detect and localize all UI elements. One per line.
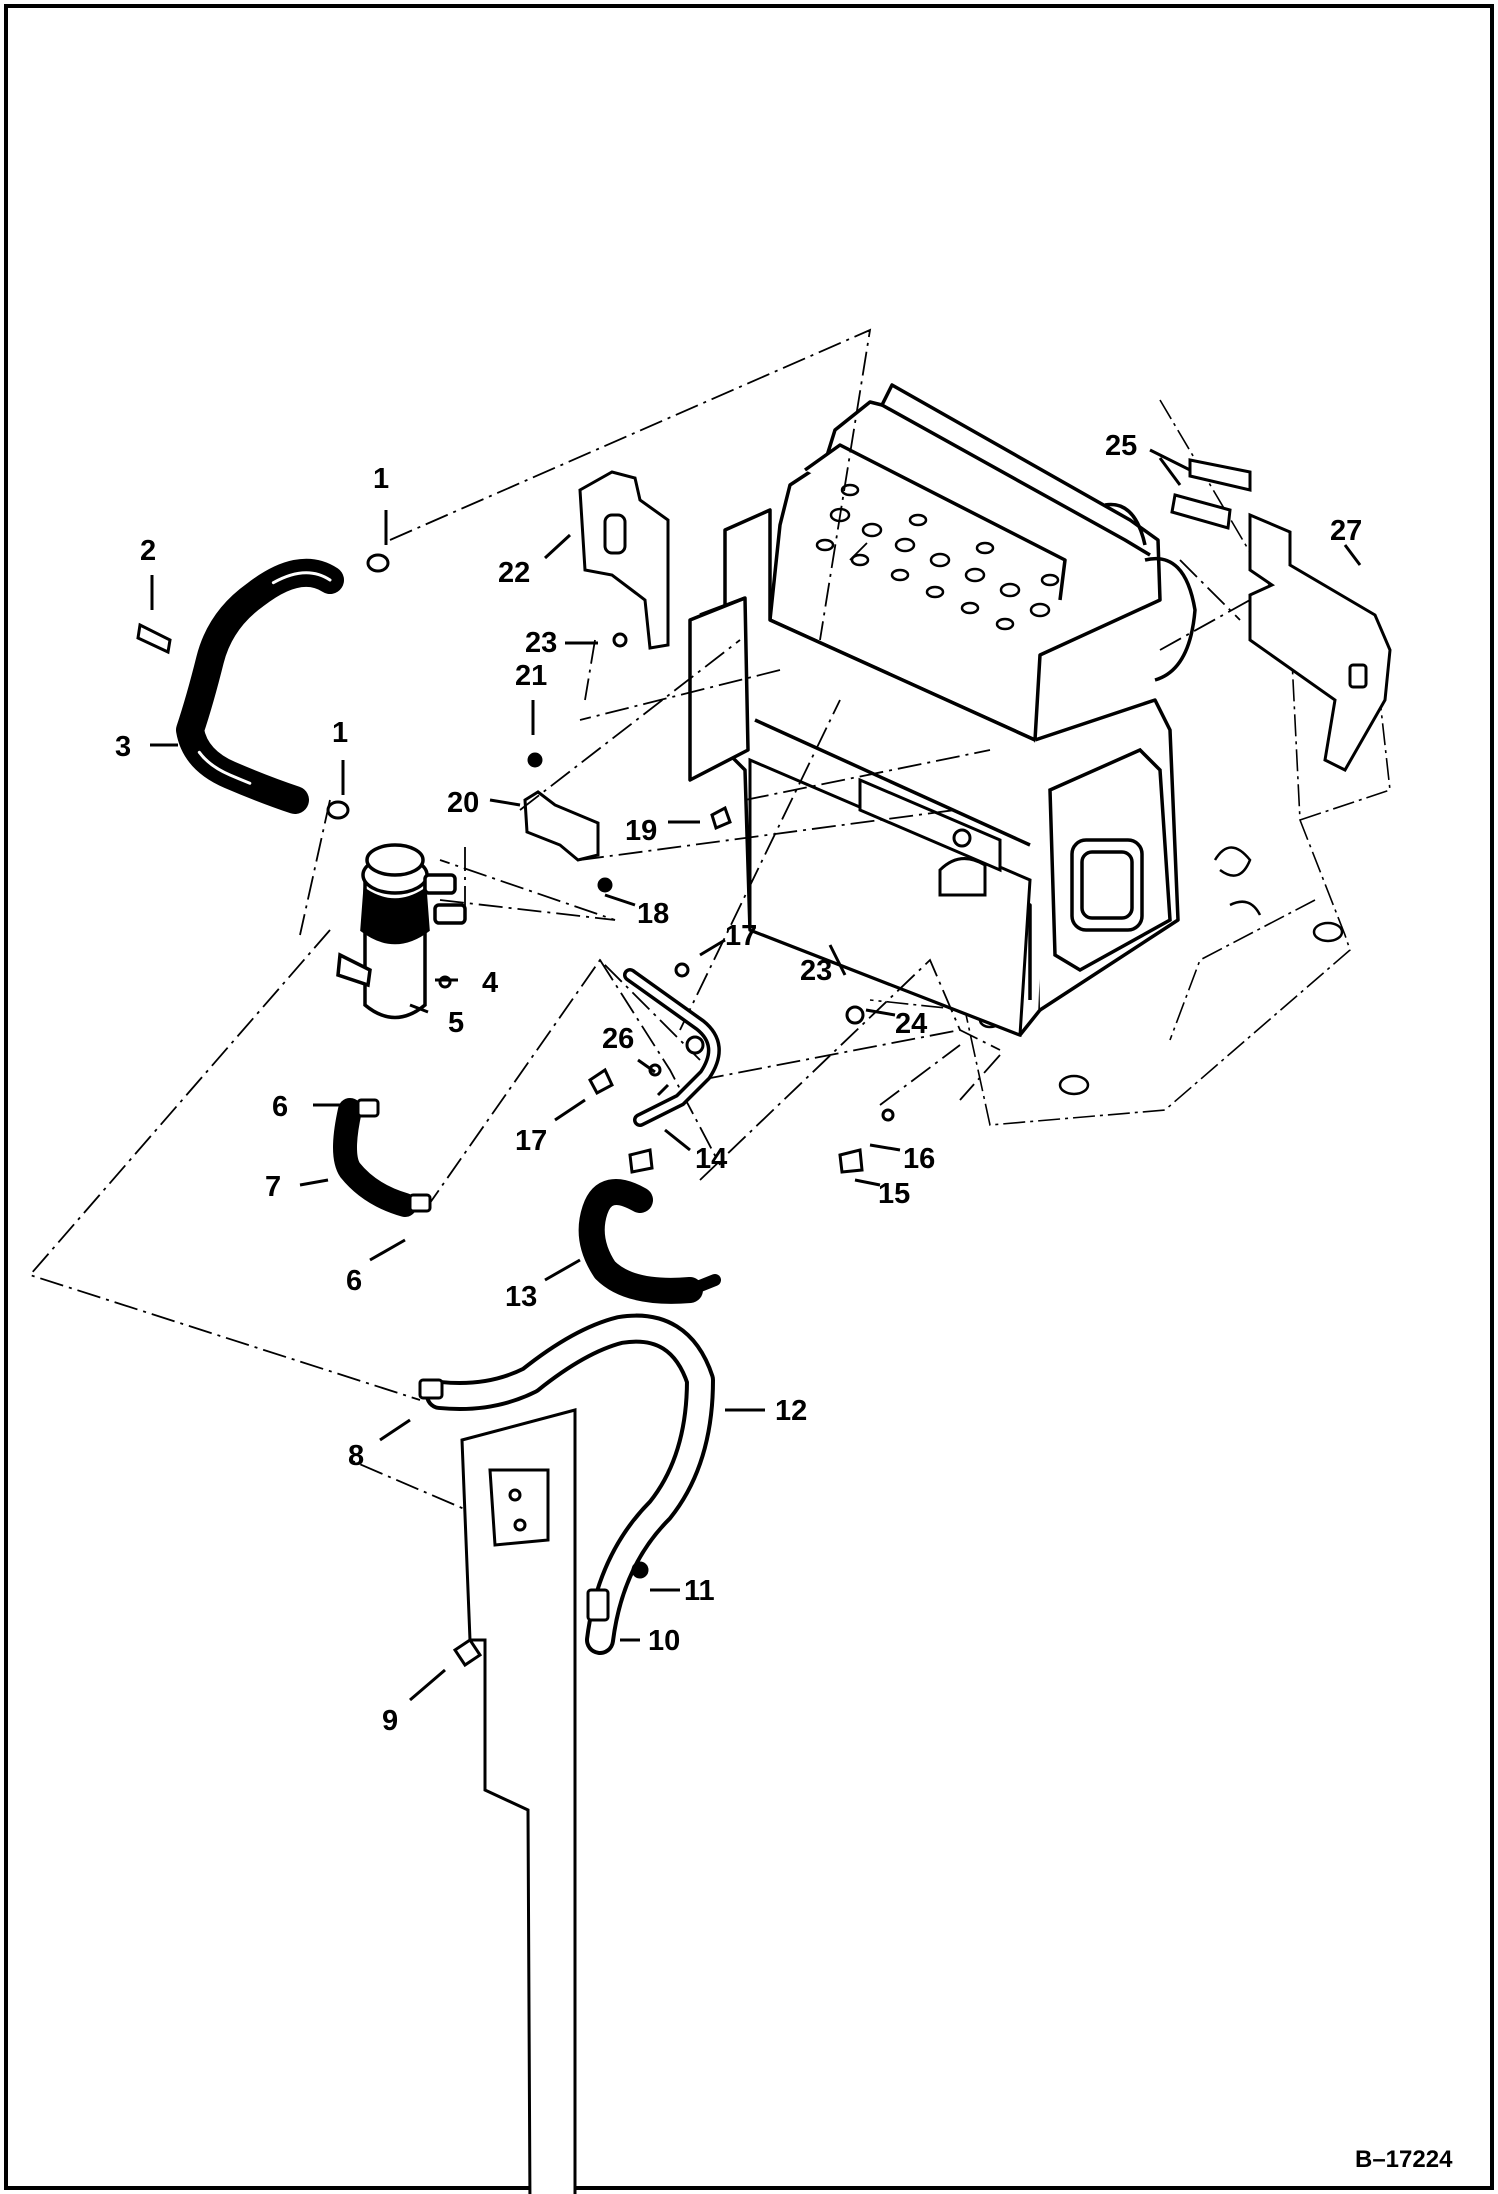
tube-14 [623,968,721,1127]
callout-label: 9 [382,1705,398,1737]
callout-label: 7 [265,1171,281,1203]
reservoir-5 [336,843,467,1020]
bracket-22 [578,470,670,650]
callout-label: 19 [625,815,657,847]
engine-head-bolts [815,483,1060,631]
bracket-26 [1248,512,1392,772]
figure-reference-code: B–17224 [1355,2146,1453,2173]
callout-label: 3 [115,731,131,763]
fittings [136,553,895,1668]
callout-label: 2 [140,535,156,567]
pins-24 [1170,458,1252,530]
callout-label: 24 [895,1008,927,1040]
leader-lines [150,448,1362,1702]
callout-label: 1 [373,463,389,495]
hose-3 [176,558,344,814]
diagram-border [4,4,1494,2190]
callout-label: 11 [684,1575,715,1607]
callout-label: 15 [878,1178,910,1210]
callout-label: 1 [332,717,348,749]
callout-label: 10 [648,1625,680,1657]
callout-label: 17 [515,1125,547,1157]
callout-label: 27 [1330,515,1362,547]
callout-label: 6 [272,1091,288,1123]
callout-label: 12 [775,1395,807,1427]
chassis-outline [869,399,1391,1126]
callout-label: 13 [505,1281,537,1313]
hose-12 [425,1313,715,1655]
callout-label: 18 [637,898,669,930]
callout-label: 23 [800,955,832,987]
callout-label: 20 [447,787,479,819]
flywheel-housing [1048,502,1197,973]
callout-label: 22 [498,557,530,589]
callout-label: 14 [695,1143,727,1175]
callout-label: 5 [448,1007,464,1039]
callouts: 1 2 3 1 4 5 6 7 6 8 9 10 11 12 13 14 15 … [115,430,1362,1737]
callout-label: 21 [515,660,547,692]
callout-label: 4 [482,967,498,999]
bracket-20 [523,790,600,862]
callout-label: 25 [1105,430,1137,462]
callout-label: 17 [725,920,757,952]
callout-label: 8 [348,1440,364,1472]
callout-label: 26 [602,1023,634,1055]
hose-13 [578,1179,721,1304]
assembly-lines [28,328,1251,1521]
frame-rail [460,1408,577,2194]
callout-label: 16 [903,1143,935,1175]
callout-label: 23 [525,627,557,659]
callout-label: 6 [346,1265,362,1297]
hose-7 [333,1098,417,1217]
